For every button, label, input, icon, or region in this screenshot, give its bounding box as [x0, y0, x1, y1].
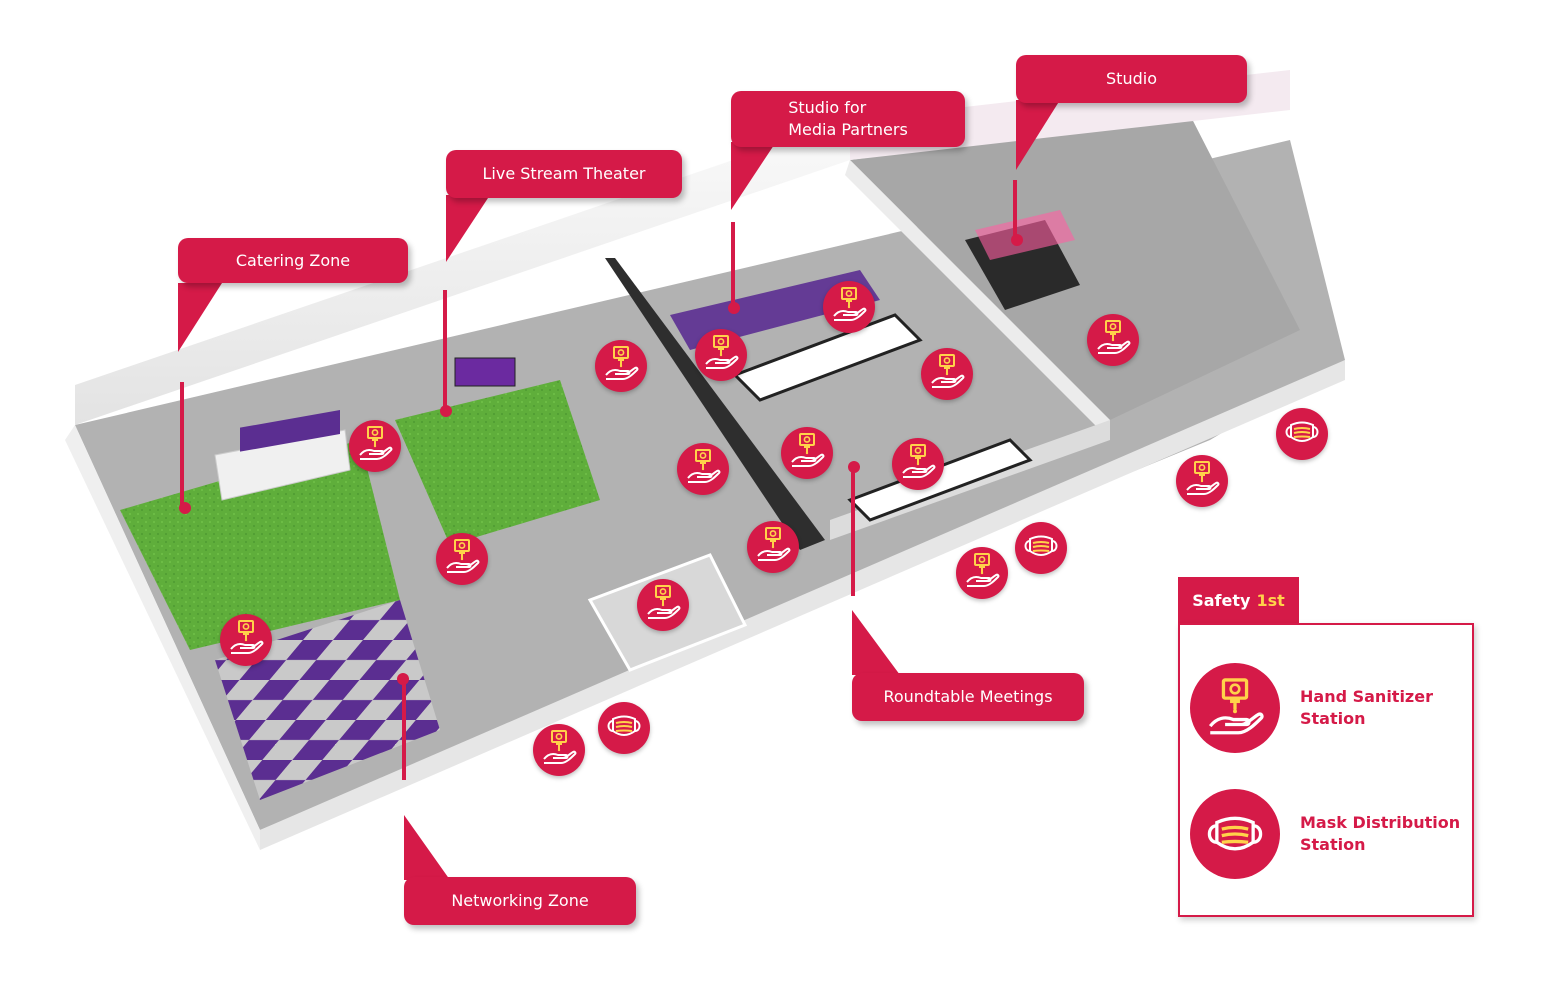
networking-carpet [215, 600, 440, 800]
mask-station-marker[interactable] [598, 702, 650, 754]
hand-sanitizer-station-marker[interactable] [436, 533, 488, 585]
hand-sanitizer-station-marker[interactable] [823, 281, 875, 333]
hand-sanitizer-icon [539, 728, 579, 772]
hand-sanitizer-icon [829, 285, 869, 329]
hand-sanitizer-icon [787, 431, 827, 475]
hand-sanitizer-icon [927, 352, 967, 396]
hand-sanitizer-icon [683, 447, 723, 491]
callout-networking[interactable]: Networking Zone [404, 877, 636, 925]
front-wall [260, 360, 1345, 850]
studio-booth-light [975, 210, 1075, 260]
hand-sanitizer-station-marker[interactable] [695, 329, 747, 381]
hand-sanitizer-icon [643, 583, 683, 627]
hand-sanitizer-icon [1182, 459, 1222, 503]
hand-sanitizer-icon [701, 333, 741, 377]
callout-live-stream[interactable]: Live Stream Theater [446, 150, 682, 198]
callout-label-media-partners: Studio for Media Partners [788, 98, 908, 139]
hand-sanitizer-icon [355, 424, 395, 468]
hand-sanitizer-station-marker[interactable] [1176, 455, 1228, 507]
hand-sanitizer-icon [1190, 663, 1280, 753]
legend-label-hand-sanitizer: Hand Sanitizer Station [1300, 687, 1433, 728]
hand-sanitizer-icon [601, 344, 641, 388]
hand-sanitizer-station-marker[interactable] [677, 443, 729, 495]
hand-sanitizer-station-marker[interactable] [595, 340, 647, 392]
catering-banner [240, 410, 340, 452]
hand-sanitizer-icon [898, 442, 938, 486]
legend: Hand Sanitizer Station Mask Distribution… [1178, 623, 1474, 917]
hand-sanitizer-station-marker[interactable] [349, 420, 401, 472]
curtain-divider [605, 258, 825, 550]
legend-item-hand-sanitizer: Hand Sanitizer Station [1190, 663, 1470, 753]
roundtable-table-2 [847, 438, 1033, 522]
left-wall [65, 425, 260, 850]
mask-icon [1021, 526, 1061, 570]
callout-label-networking: Networking Zone [451, 891, 589, 910]
callout-roundtable[interactable]: Roundtable Meetings [852, 673, 1084, 721]
legend-label-mask: Mask Distribution Station [1300, 813, 1461, 854]
mask-icon [604, 706, 644, 750]
legend-title-text: Safety [1192, 590, 1251, 610]
studio-room-floor [850, 115, 1300, 420]
roundtable-table-1 [732, 313, 923, 402]
hand-sanitizer-station-marker[interactable] [781, 427, 833, 479]
mask-icon [1190, 789, 1280, 879]
live-stream-screen [454, 357, 516, 387]
mask-station-marker[interactable] [1276, 408, 1328, 460]
callout-label-live-stream: Live Stream Theater [482, 164, 646, 183]
hand-sanitizer-station-marker[interactable] [533, 724, 585, 776]
callout-label-studio: Studio [1106, 69, 1157, 88]
legend-title: Safety 1st [1178, 577, 1299, 623]
catering-carpet [120, 440, 400, 650]
hand-sanitizer-icon [442, 537, 482, 581]
callout-leaders [179, 180, 1023, 780]
hand-sanitizer-station-marker[interactable] [637, 579, 689, 631]
mask-station-marker[interactable] [1015, 522, 1067, 574]
callout-studio[interactable]: Studio [1016, 55, 1247, 103]
legend-title-accent: 1st [1256, 590, 1285, 610]
hand-sanitizer-station-marker[interactable] [747, 521, 799, 573]
hand-sanitizer-station-marker[interactable] [921, 348, 973, 400]
hand-sanitizer-station-marker[interactable] [956, 547, 1008, 599]
callout-label-roundtable: Roundtable Meetings [883, 687, 1053, 706]
hand-sanitizer-station-marker[interactable] [1087, 314, 1139, 366]
hand-sanitizer-icon [226, 618, 266, 662]
callout-label-catering: Catering Zone [235, 250, 351, 270]
hand-sanitizer-icon [1093, 318, 1133, 362]
hand-sanitizer-icon [753, 525, 793, 569]
callout-catering[interactable]: Catering Zone [178, 238, 408, 283]
hand-sanitizer-station-marker[interactable] [892, 438, 944, 490]
hand-sanitizer-icon [962, 551, 1002, 595]
divider-wall-studio [845, 160, 1110, 440]
mask-icon [1282, 412, 1322, 456]
live-stream-carpet [395, 380, 600, 545]
hand-sanitizer-station-marker[interactable] [220, 614, 272, 666]
legend-item-mask: Mask Distribution Station [1190, 789, 1470, 879]
callout-media-partners[interactable]: Studio for Media Partners [731, 91, 965, 147]
